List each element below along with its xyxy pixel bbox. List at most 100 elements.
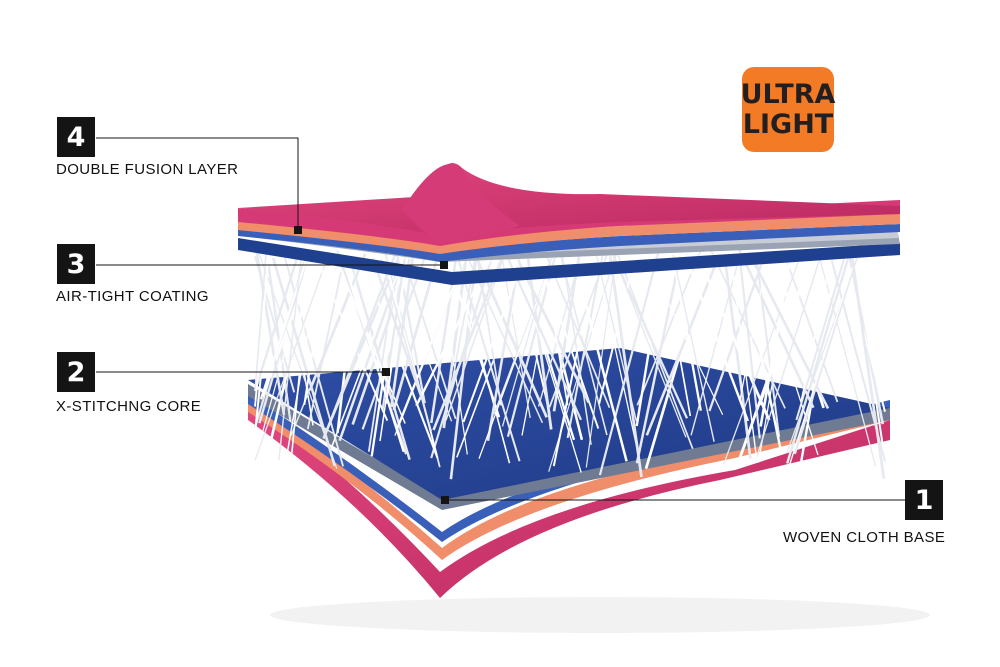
layer-3-label: AIR-TIGHT COATING (56, 288, 209, 305)
layer-1-number: 1 (905, 480, 943, 520)
thread-strand (592, 245, 640, 457)
callout-lines (96, 137, 905, 501)
layer-2-number: 2 (57, 352, 95, 392)
layer-double-fusion (238, 162, 900, 262)
thread-strand (752, 253, 819, 456)
thread-strand (697, 256, 771, 421)
thread-strand (254, 262, 269, 407)
thread-strand (380, 258, 433, 432)
thread-strand (261, 257, 315, 397)
thread-strand (402, 255, 457, 420)
thread-strand (723, 254, 752, 459)
marker-3 (440, 261, 448, 269)
thread-strand (254, 258, 275, 434)
badge-line-2: LIGHT (742, 108, 834, 140)
thread-strand (478, 251, 557, 459)
thread-strand (783, 253, 839, 403)
thread-strand (645, 256, 720, 436)
thread-strand (566, 253, 604, 439)
thread-strand (816, 250, 877, 467)
layer-2-label: X-STITCHNG CORE (56, 398, 202, 415)
thread-strand (501, 257, 531, 419)
badge-line-1: ULTRA (740, 78, 836, 110)
thread-strand (330, 254, 406, 448)
thread-strand (786, 242, 864, 453)
thread-strand (708, 251, 767, 412)
thread-strand (271, 257, 336, 467)
thread-strand (445, 258, 504, 421)
thread-strand (303, 251, 329, 406)
thread-strand (612, 255, 689, 419)
thread-strand (257, 251, 338, 469)
thread-strand (635, 256, 682, 464)
thread-strand (384, 258, 409, 404)
thread-strand (672, 254, 715, 442)
thread-strand (254, 252, 267, 392)
thread-strand (351, 258, 411, 425)
thread-strand (755, 255, 822, 460)
thread-strand (317, 261, 389, 421)
thread-strand (560, 249, 592, 445)
layer-4-label: DOUBLE FUSION LAYER (56, 161, 239, 178)
thread-strand (513, 247, 576, 441)
layer-3-number: 3 (57, 244, 95, 284)
thread-strand (793, 254, 859, 455)
ultra-light-badge: ULTRA LIGHT (740, 67, 836, 152)
thread-strand (516, 259, 590, 404)
thread-strand (286, 255, 322, 453)
thread-strand (511, 246, 582, 473)
marker-2 (382, 368, 390, 376)
thread-strand (392, 258, 439, 411)
thread-strand (506, 247, 559, 437)
thread-strand (289, 256, 312, 469)
thread-strand (486, 259, 521, 442)
marker-4 (294, 226, 302, 234)
thread-strand (646, 258, 724, 416)
thread-strand (278, 250, 303, 461)
thread-strand (370, 254, 403, 457)
thread-strand (737, 247, 815, 409)
thread-strand (795, 242, 850, 421)
thread-strand (254, 259, 328, 461)
thread-strand (738, 253, 783, 453)
thread-strand (598, 251, 660, 476)
marker-1 (441, 496, 449, 504)
thread-strand (253, 252, 300, 392)
thread-strand (659, 246, 692, 417)
thread-strand (456, 256, 534, 458)
thread-strand (506, 257, 583, 421)
thread-strand (456, 256, 521, 462)
thread-strand (849, 245, 886, 479)
thread-strand (608, 256, 643, 478)
thread-strand (283, 255, 345, 467)
thread-strand (681, 248, 750, 422)
thread-strand (308, 253, 367, 391)
thread-strand (535, 259, 584, 441)
thread-strand (670, 245, 702, 411)
thread-strand (438, 260, 468, 455)
layer-1-label: WOVEN CLOTH BASE (783, 529, 946, 546)
thread-strand (738, 256, 761, 439)
thread-strand (611, 252, 687, 438)
thread-strand (340, 252, 405, 453)
thread-strand (371, 258, 423, 399)
thread-strand (754, 251, 781, 438)
thread-strand (255, 252, 286, 416)
thread-strand (432, 253, 505, 431)
thread-strand (729, 253, 758, 462)
thread-strand (322, 250, 398, 440)
thread-strand (786, 248, 860, 473)
thread-strand (570, 248, 628, 462)
thread-strand (348, 258, 411, 460)
thread-strand (759, 245, 794, 427)
thread-strand (585, 246, 618, 468)
thread-strand (537, 258, 581, 407)
floor-shadow (270, 597, 930, 633)
callout-markers (294, 226, 449, 504)
thread-strand (786, 250, 852, 464)
layer-4-number: 4 (57, 117, 95, 157)
x-stitching-threads (253, 242, 886, 480)
thread-strand (800, 244, 835, 401)
